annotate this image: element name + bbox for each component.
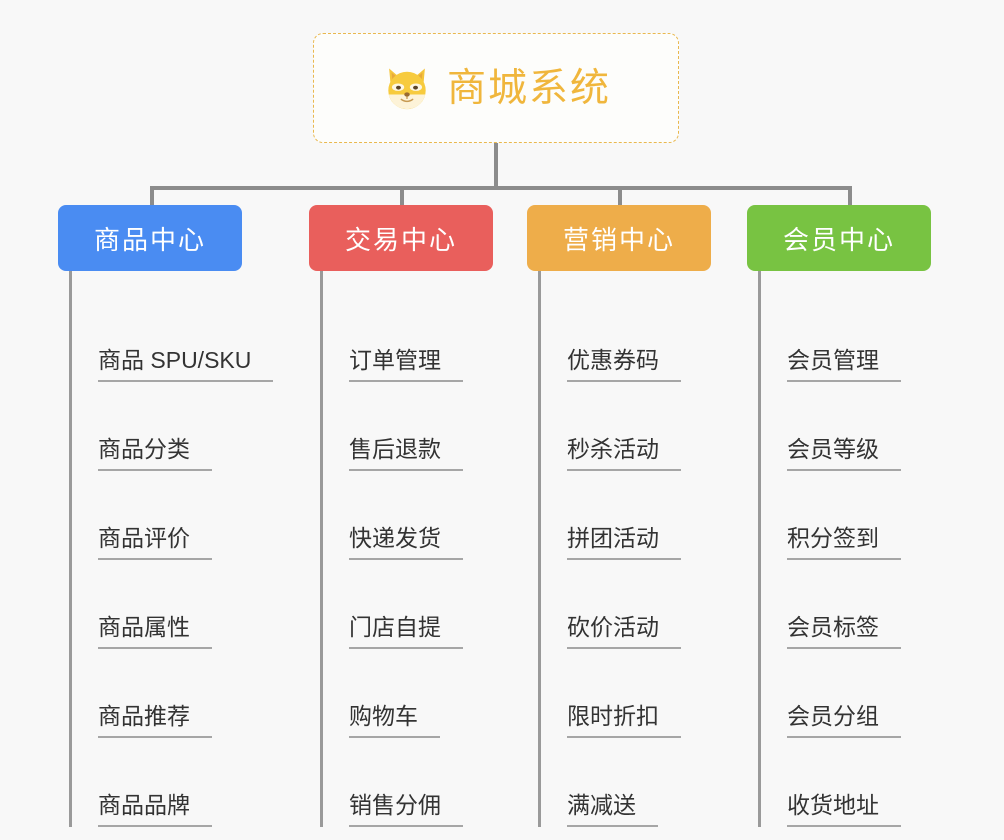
leaf-spine-3 (538, 271, 541, 827)
leaf-label: 门店自提 (349, 614, 463, 649)
category-header-1[interactable]: 商品中心 (58, 205, 242, 271)
list-item[interactable]: 收货地址 (760, 738, 931, 827)
branch-column-4: 会员中心 会员管理 会员等级 积分签到 会员标签 会员分组 收货地址 (747, 205, 931, 827)
list-item[interactable]: 商品评价 (71, 471, 242, 560)
list-item[interactable]: 购物车 (322, 649, 493, 738)
leaf-label: 商品评价 (98, 525, 212, 560)
leaf-label: 会员等级 (787, 436, 901, 471)
connector-drop-4 (848, 186, 852, 208)
leaf-label: 售后退款 (349, 436, 463, 471)
branch-column-1: 商品中心 商品 SPU/SKU 商品分类 商品评价 商品属性 商品推荐 商品品牌 (58, 205, 274, 827)
leaf-list-4: 会员管理 会员等级 积分签到 会员标签 会员分组 收货地址 (747, 271, 931, 827)
connector-drop-2 (400, 186, 404, 208)
leaf-label: 销售分佣 (349, 792, 463, 827)
list-item[interactable]: 门店自提 (322, 560, 493, 649)
leaf-label: 会员管理 (787, 347, 901, 382)
list-item[interactable]: 销售分佣 (322, 738, 493, 827)
connector-horizontal-bus (150, 186, 852, 190)
list-item[interactable]: 商品 SPU/SKU (71, 293, 274, 382)
list-item[interactable]: 砍价活动 (540, 560, 711, 649)
leaf-label: 会员标签 (787, 614, 901, 649)
leaf-label: 购物车 (349, 703, 440, 738)
list-item[interactable]: 优惠券码 (540, 293, 711, 382)
leaf-label: 满减送 (567, 792, 658, 827)
leaf-spine-1 (69, 271, 72, 827)
list-item[interactable]: 会员分组 (760, 649, 931, 738)
list-item[interactable]: 售后退款 (322, 382, 493, 471)
leaf-label: 快递发货 (349, 525, 463, 560)
leaf-label: 商品属性 (98, 614, 212, 649)
root-connector-stem (494, 143, 498, 189)
leaf-label: 商品推荐 (98, 703, 212, 738)
root-node[interactable]: 商城系统 (313, 33, 679, 143)
list-item[interactable]: 积分签到 (760, 471, 931, 560)
list-item[interactable]: 订单管理 (322, 293, 493, 382)
list-item[interactable]: 会员标签 (760, 560, 931, 649)
branch-column-3: 营销中心 优惠券码 秒杀活动 拼团活动 砍价活动 限时折扣 满减送 (527, 205, 711, 827)
leaf-label: 商品 SPU/SKU (98, 347, 274, 382)
category-header-3[interactable]: 营销中心 (527, 205, 711, 271)
list-item[interactable]: 秒杀活动 (540, 382, 711, 471)
leaf-list-1: 商品 SPU/SKU 商品分类 商品评价 商品属性 商品推荐 商品品牌 (58, 271, 274, 827)
leaf-label: 会员分组 (787, 703, 901, 738)
leaf-label: 商品品牌 (98, 792, 212, 827)
list-item[interactable]: 会员等级 (760, 382, 931, 471)
leaf-label: 商品分类 (98, 436, 212, 471)
connector-drop-3 (618, 186, 622, 208)
leaf-label: 优惠券码 (567, 347, 681, 382)
connector-drop-1 (150, 186, 154, 208)
leaf-list-2: 订单管理 售后退款 快递发货 门店自提 购物车 销售分佣 (309, 271, 493, 827)
leaf-label: 订单管理 (349, 347, 463, 382)
leaf-spine-2 (320, 271, 323, 827)
leaf-label: 限时折扣 (567, 703, 681, 738)
leaf-list-3: 优惠券码 秒杀活动 拼团活动 砍价活动 限时折扣 满减送 (527, 271, 711, 827)
list-item[interactable]: 商品属性 (71, 560, 242, 649)
shiba-dog-icon (388, 68, 426, 110)
list-item[interactable]: 满减送 (540, 738, 711, 827)
list-item[interactable]: 限时折扣 (540, 649, 711, 738)
category-header-2[interactable]: 交易中心 (309, 205, 493, 271)
root-title: 商城系统 (446, 66, 611, 110)
branch-column-2: 交易中心 订单管理 售后退款 快递发货 门店自提 购物车 销售分佣 (309, 205, 493, 827)
leaf-spine-4 (758, 271, 761, 827)
list-item[interactable]: 商品品牌 (71, 738, 242, 827)
leaf-label: 砍价活动 (567, 614, 681, 649)
category-header-4[interactable]: 会员中心 (747, 205, 931, 271)
list-item[interactable]: 拼团活动 (540, 471, 711, 560)
list-item[interactable]: 快递发货 (322, 471, 493, 560)
leaf-label: 拼团活动 (567, 525, 681, 560)
list-item[interactable]: 商品分类 (71, 382, 242, 471)
list-item[interactable]: 商品推荐 (71, 649, 242, 738)
leaf-label: 收货地址 (787, 792, 901, 827)
leaf-label: 秒杀活动 (567, 436, 681, 471)
leaf-label: 积分签到 (787, 525, 901, 560)
list-item[interactable]: 会员管理 (760, 293, 931, 382)
